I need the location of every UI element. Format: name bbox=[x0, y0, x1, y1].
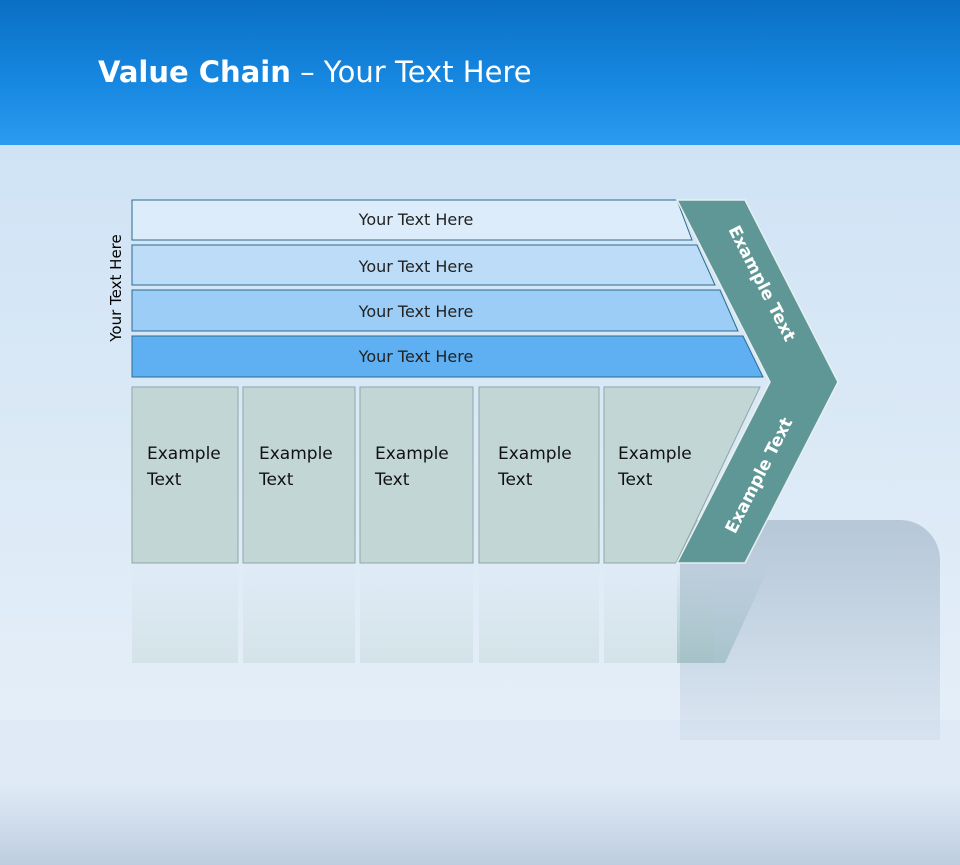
row-3-bar bbox=[131, 289, 739, 332]
crowd-silhouette bbox=[0, 785, 960, 865]
title-bold: Value Chain bbox=[98, 55, 291, 89]
column-2-box bbox=[242, 386, 356, 564]
row-4: Your Text Here bbox=[131, 335, 764, 378]
value-chain-diagram: Your Text Here Your Text Here Your Text … bbox=[107, 199, 839, 663]
row-4-label: Your Text Here bbox=[358, 347, 474, 366]
reflection-column-4 bbox=[479, 565, 599, 663]
row-1-label: Your Text Here bbox=[358, 210, 474, 229]
column-3-label-line1: Example bbox=[375, 444, 449, 464]
row-2: Your Text Here bbox=[131, 244, 716, 286]
reflection-column-3 bbox=[360, 565, 473, 663]
column-3-box bbox=[359, 386, 474, 564]
column-4-box bbox=[478, 386, 600, 564]
row-2-label: Your Text Here bbox=[358, 257, 474, 276]
column-3: Example Text bbox=[359, 386, 474, 564]
column-5-box bbox=[603, 386, 761, 564]
row-2-bar bbox=[131, 244, 716, 286]
title-rest: – Your Text Here bbox=[290, 55, 532, 89]
column-1-box bbox=[131, 386, 239, 564]
row-3-label: Your Text Here bbox=[358, 302, 474, 321]
column-1-label-line1: Example bbox=[147, 444, 221, 464]
column-2-label-line1: Example bbox=[259, 444, 333, 464]
column-2-label-line2: Text bbox=[258, 470, 294, 490]
column-5-label-line1: Example bbox=[618, 444, 692, 464]
reflection-column-1 bbox=[132, 565, 238, 663]
column-1-label-line2: Text bbox=[146, 470, 182, 490]
reflection-column-2 bbox=[243, 565, 355, 663]
title-bar: Value Chain – Your Text Here bbox=[0, 0, 960, 145]
row-1: Your Text Here bbox=[131, 199, 693, 241]
column-5-label-line2: Text bbox=[617, 470, 653, 490]
column-4: Example Text bbox=[478, 386, 600, 564]
column-4-label-line1: Example bbox=[498, 444, 572, 464]
reflection bbox=[132, 565, 770, 663]
column-3-label-line2: Text bbox=[374, 470, 410, 490]
row-4-bar bbox=[131, 335, 764, 378]
column-4-label-line2: Text bbox=[497, 470, 533, 490]
column-2: Example Text bbox=[242, 386, 356, 564]
side-label: Your Text Here bbox=[107, 234, 125, 342]
slide-title: Value Chain – Your Text Here bbox=[98, 55, 532, 89]
column-1: Example Text bbox=[131, 386, 239, 564]
chevron-arrow bbox=[675, 199, 839, 564]
row-3: Your Text Here bbox=[131, 289, 739, 332]
reflection-arrow bbox=[677, 565, 770, 663]
column-5: Example Text bbox=[603, 386, 761, 564]
row-1-bar bbox=[131, 199, 693, 241]
